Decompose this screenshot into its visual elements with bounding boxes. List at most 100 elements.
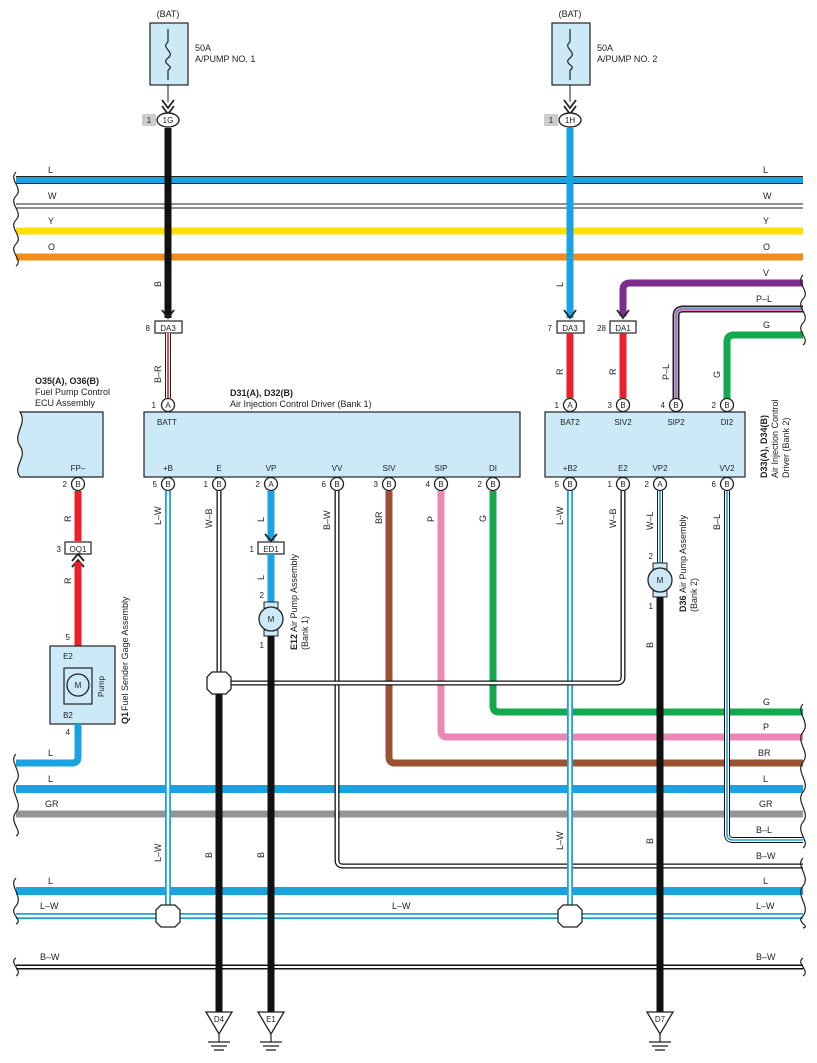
bus-label-v: V: [763, 268, 769, 278]
svg-text:1: 1: [649, 602, 654, 611]
svg-text:B: B: [204, 852, 214, 858]
fuse-a-pump-2: (BAT) 50A A/PUMP NO. 2 1 1H: [544, 9, 657, 128]
bus-label-w: W: [48, 191, 57, 201]
o35-fuel-pump-ecu: O35(A), O36(B) Fuel Pump Control ECU Ass…: [17, 376, 110, 478]
svg-text:2: 2: [256, 480, 261, 489]
svg-text:BR: BR: [758, 748, 771, 758]
svg-text:G: G: [478, 515, 488, 522]
svg-text:Air Pump Assembly: Air Pump Assembly: [289, 553, 299, 632]
svg-text:5: 5: [153, 480, 158, 489]
svg-text:B–W: B–W: [322, 510, 332, 530]
bat-label-1: (BAT): [157, 9, 180, 19]
svg-text:L: L: [48, 876, 53, 886]
svg-text:Pump: Pump: [97, 676, 106, 697]
q1-fuel-sender: E2 B2 M Pump Q1 Fuel Sender Gage Assembl…: [49, 596, 130, 725]
fuse-name-2: A/PUMP NO. 2: [597, 54, 657, 64]
wire-label-br: B–R: [153, 365, 163, 383]
fuse-icon: [165, 41, 171, 71]
d31-subtitle: Air Injection Control Driver (Bank 1): [230, 399, 372, 409]
svg-text:VV2: VV2: [719, 464, 735, 473]
svg-text:L–W: L–W: [153, 506, 163, 525]
q1-id: Q1: [120, 712, 130, 724]
svg-text:W–L: W–L: [645, 511, 655, 530]
svg-text:R: R: [63, 577, 73, 584]
svg-text:G: G: [763, 697, 770, 707]
bus-label-y: Y: [48, 216, 54, 226]
svg-text:L–W: L–W: [153, 843, 163, 862]
e12-id: E12: [289, 634, 299, 650]
e12-air-pump: M E12 Air Pump Assembly (Bank 1): [258, 553, 310, 650]
svg-text:E1: E1: [266, 1015, 276, 1024]
svg-text:L–W: L–W: [40, 901, 59, 911]
fuse-name-1: A/PUMP NO. 1: [195, 54, 255, 64]
wire-label-b: B: [153, 281, 163, 287]
svg-text:(Bank 2): (Bank 2): [689, 578, 699, 612]
splice-lw-2: [557, 904, 583, 928]
svg-text:B2: B2: [63, 711, 73, 720]
fuse-a-pump-1: (BAT) 50A A/PUMP NO. 1 1 1G: [142, 9, 255, 128]
svg-text:L–W: L–W: [756, 901, 775, 911]
svg-text:VP: VP: [266, 464, 277, 473]
wire-label-g: G: [712, 371, 722, 378]
svg-text:DI: DI: [489, 464, 497, 473]
svg-text:E: E: [216, 464, 221, 473]
d33-title: D33(A), D34(B): [759, 415, 769, 478]
bat-label-2: (BAT): [559, 9, 582, 19]
svg-text:GR: GR: [45, 799, 59, 809]
svg-text:W–B: W–B: [608, 508, 618, 528]
svg-text:Fuel Sender Gage Assembly: Fuel Sender Gage Assembly: [120, 596, 130, 711]
svg-text:8: 8: [146, 324, 151, 333]
svg-text:DA1: DA1: [615, 324, 631, 333]
svg-text:1: 1: [555, 401, 560, 410]
svg-text:Fuel Pump Control: Fuel Pump Control: [35, 387, 110, 397]
svg-text:6: 6: [712, 480, 717, 489]
bus-label-l: L: [48, 165, 53, 175]
svg-text:B: B: [490, 480, 495, 489]
svg-text:3: 3: [374, 480, 379, 489]
svg-text:ED1: ED1: [263, 545, 279, 554]
d31-batt: BATT: [157, 418, 177, 427]
d31-title: D31(A), D32(B): [230, 388, 293, 398]
svg-text:1: 1: [260, 641, 265, 650]
fuse-icon: [567, 41, 573, 71]
svg-text:4: 4: [66, 728, 71, 737]
connector-da3-bank2: 7 DA3: [548, 320, 585, 334]
svg-text:B–L: B–L: [712, 514, 722, 530]
svg-text:BR: BR: [374, 511, 384, 524]
svg-text:R: R: [63, 515, 73, 522]
svg-text:2: 2: [260, 591, 265, 600]
bus-label-o: O: [48, 242, 55, 252]
svg-text:6: 6: [322, 480, 327, 489]
svg-text:L: L: [48, 774, 53, 784]
svg-text:M: M: [75, 681, 82, 690]
svg-text:DA3: DA3: [562, 324, 578, 333]
svg-text:1: 1: [204, 480, 209, 489]
svg-text:Air Pump Assembly: Air Pump Assembly: [678, 514, 688, 593]
svg-text:B: B: [165, 480, 170, 489]
motor-icon: [66, 673, 90, 697]
svg-text:SIV: SIV: [383, 464, 397, 473]
bus-label-g: G: [763, 320, 770, 330]
svg-text:1: 1: [152, 401, 157, 410]
splice-ground-1: [206, 671, 232, 695]
svg-text:2: 2: [478, 480, 483, 489]
svg-text:M: M: [657, 576, 664, 585]
svg-text:A: A: [165, 401, 171, 410]
svg-text:P: P: [763, 722, 769, 732]
svg-text:3: 3: [57, 545, 62, 554]
svg-text:B: B: [438, 480, 443, 489]
svg-text:SIP2: SIP2: [667, 418, 685, 427]
o35-title: O35(A), O36(B): [35, 376, 99, 386]
svg-text:A: A: [657, 480, 663, 489]
motor-icon: [647, 567, 673, 593]
top-bus: L L W W Y Y O O: [13, 165, 803, 267]
svg-text:B: B: [645, 838, 655, 844]
svg-text:L–W: L–W: [555, 831, 565, 850]
d33-driver-bank2: BAT2 SIV2 SIP2 DI2 +B2 E2 VP2 VV2 D33(A)…: [544, 399, 791, 478]
svg-text:3: 3: [608, 401, 613, 410]
svg-text:L: L: [256, 575, 266, 580]
svg-text:ECU Assembly: ECU Assembly: [35, 398, 96, 408]
bank2-signal-lines: V P–L G P–L G: [619, 268, 806, 400]
svg-text:BAT2: BAT2: [560, 418, 580, 427]
